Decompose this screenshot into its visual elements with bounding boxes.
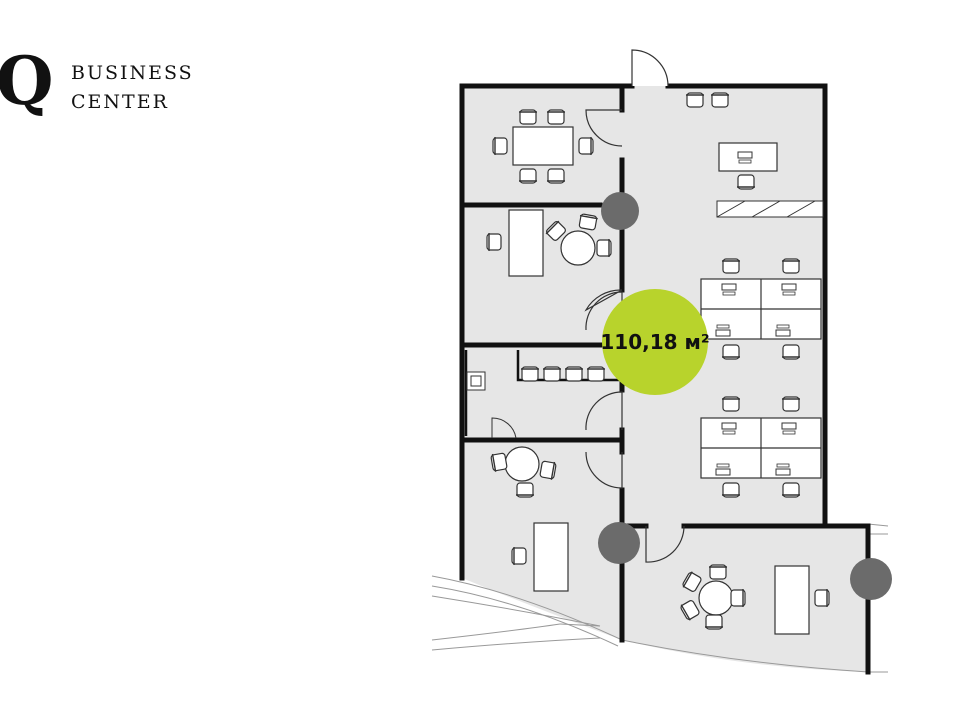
sink-icon	[466, 371, 486, 391]
logo-line-business: BUSINESS	[71, 62, 194, 84]
area-label: 110,18 м²	[600, 330, 709, 354]
area-badge: 110,18 м²	[600, 289, 710, 395]
logo-text: BUSINESS CENTER	[71, 59, 194, 117]
meeting-table	[512, 126, 574, 166]
counter-shelf	[716, 200, 824, 218]
logo-line-center: CENTER	[71, 91, 169, 113]
desk-icon	[508, 142, 810, 635]
stair-icon	[491, 417, 517, 439]
round-table-icon	[504, 230, 734, 616]
column-icon	[598, 192, 892, 600]
logo-mark: Q	[0, 42, 54, 120]
logo: Q BUSINESS CENTER	[0, 42, 200, 130]
door-swing-icon	[584, 49, 685, 563]
desk-cluster	[700, 278, 822, 479]
